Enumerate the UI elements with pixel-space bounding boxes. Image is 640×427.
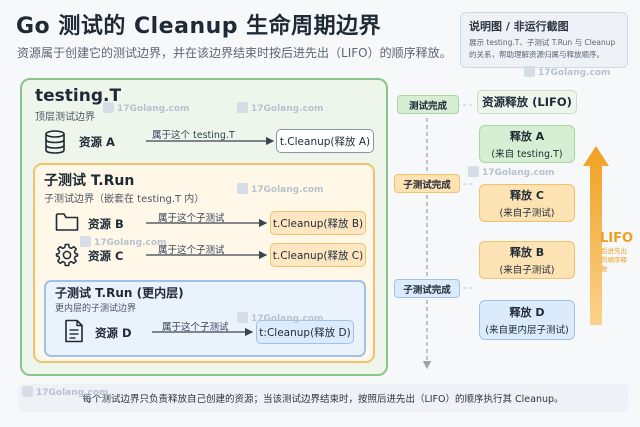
mid-scope-title: 子测试 T.Run <box>44 173 135 189</box>
outer-scope-title: testing.T <box>35 86 122 106</box>
lifo-desc: 后进先出的顺序释放 <box>601 247 627 274</box>
watermark: 17Golang.com <box>80 236 166 248</box>
watermark: 17Golang.com <box>237 183 323 195</box>
resource-c-label: 资源 C <box>88 249 124 263</box>
inner-scope-box <box>44 280 366 357</box>
cleanup-c: t.Cleanup(释放 C) <box>270 243 366 267</box>
watermark: 17Golang.com <box>524 66 610 78</box>
resource-d-label: 资源 D <box>95 326 132 340</box>
page-title: Go 测试的 Cleanup 生命周期边界 <box>16 14 382 39</box>
lifo-label: LIFO <box>600 231 634 246</box>
outer-scope-subtitle: 顶层测试边界 <box>35 112 95 123</box>
note-box: 说明图 / 非运行截图 展示 testing.T、子测试 T.Run 与 Cle… <box>460 12 628 68</box>
release-header: 资源释放 (LIFO) <box>477 90 577 114</box>
release-item-source: (来自子测试) <box>499 265 555 276</box>
cleanup-a: t.Cleanup(释放 A) <box>276 129 374 153</box>
note-desc: 展示 testing.T、子测试 T.Run 与 Cleanup 的关系，帮助理… <box>469 37 619 60</box>
watermark: 17Golang.com <box>103 102 189 114</box>
watermark: 17Golang.com <box>468 166 554 178</box>
folder-icon <box>55 213 79 231</box>
watermark: 17Golang.com <box>237 312 323 324</box>
cleanup-b: t.Cleanup(释放 B) <box>270 211 366 235</box>
release-item-a: 释放 A (来自 testing.T) <box>479 125 575 163</box>
page-subtitle: 资源属于创建它的测试边界，并在该边界结束时按后进先出（LIFO）的顺序释放。 <box>17 46 452 60</box>
document-icon <box>65 319 83 343</box>
arrow-a-label: 属于这个 testing.T <box>152 130 235 141</box>
release-item-source: (来自子测试) <box>499 208 555 219</box>
release-item-source: (来自更内层子测试) <box>485 325 569 336</box>
arrow-c-label: 属于这个子测试 <box>158 245 225 256</box>
database-icon <box>45 130 65 154</box>
note-desc-line: 展示 testing.T、子测试 T.Run 与 Cleanup <box>469 38 616 47</box>
release-item-title: 释放 D <box>509 306 545 319</box>
resource-b-label: 资源 B <box>88 217 124 231</box>
arrow-b-label: 属于这个子测试 <box>158 213 225 224</box>
watermark: 17Golang.com <box>22 386 108 398</box>
inner-scope-subtitle: 更内层的子测试边界 <box>55 304 137 314</box>
release-item-c: 释放 C (来自子测试) <box>479 184 575 222</box>
phase-subtest-done: 子测试完成 <box>394 174 460 193</box>
gear-icon <box>55 243 79 267</box>
release-item-title: 释放 B <box>509 246 545 259</box>
arrow-d-label: 属于这个子测试 <box>162 322 229 333</box>
footer-note: 每个测试边界只负责释放自己创建的资源；当该测试边界结束时，按照后进先出（LIFO… <box>18 384 628 412</box>
lifo-arrow <box>583 146 609 325</box>
release-item-title: 释放 C <box>510 189 544 202</box>
footer-text: 每个测试边界只负责释放自己创建的资源；当该测试边界结束时，按照后进先出（LIFO… <box>82 394 564 405</box>
phase-inner-subtest-done: 子测试完成 <box>394 279 460 298</box>
mid-scope-subtitle: 子测试边界（嵌套在 testing.T 内） <box>44 194 205 205</box>
note-title: 说明图 / 非运行截图 <box>469 20 569 33</box>
cleanup-d: t:Cleanup(释放 D) <box>256 320 354 344</box>
phase-test-done: 测试完成 <box>397 95 459 114</box>
resource-a-label: 资源 A <box>79 135 115 149</box>
release-item-title: 释放 A <box>509 130 545 143</box>
note-desc-line: 的关系，帮助理解资源归属与释放顺序。 <box>469 49 604 59</box>
watermark: 17Golang.com <box>237 102 323 114</box>
release-item-source: (来自 testing.T) <box>491 149 563 160</box>
release-item-b: 释放 B (来自子测试) <box>479 241 575 279</box>
release-item-d: 释放 D (来自更内层子测试) <box>479 300 575 340</box>
inner-scope-title: 子测试 T.Run (更内层) <box>55 286 184 300</box>
